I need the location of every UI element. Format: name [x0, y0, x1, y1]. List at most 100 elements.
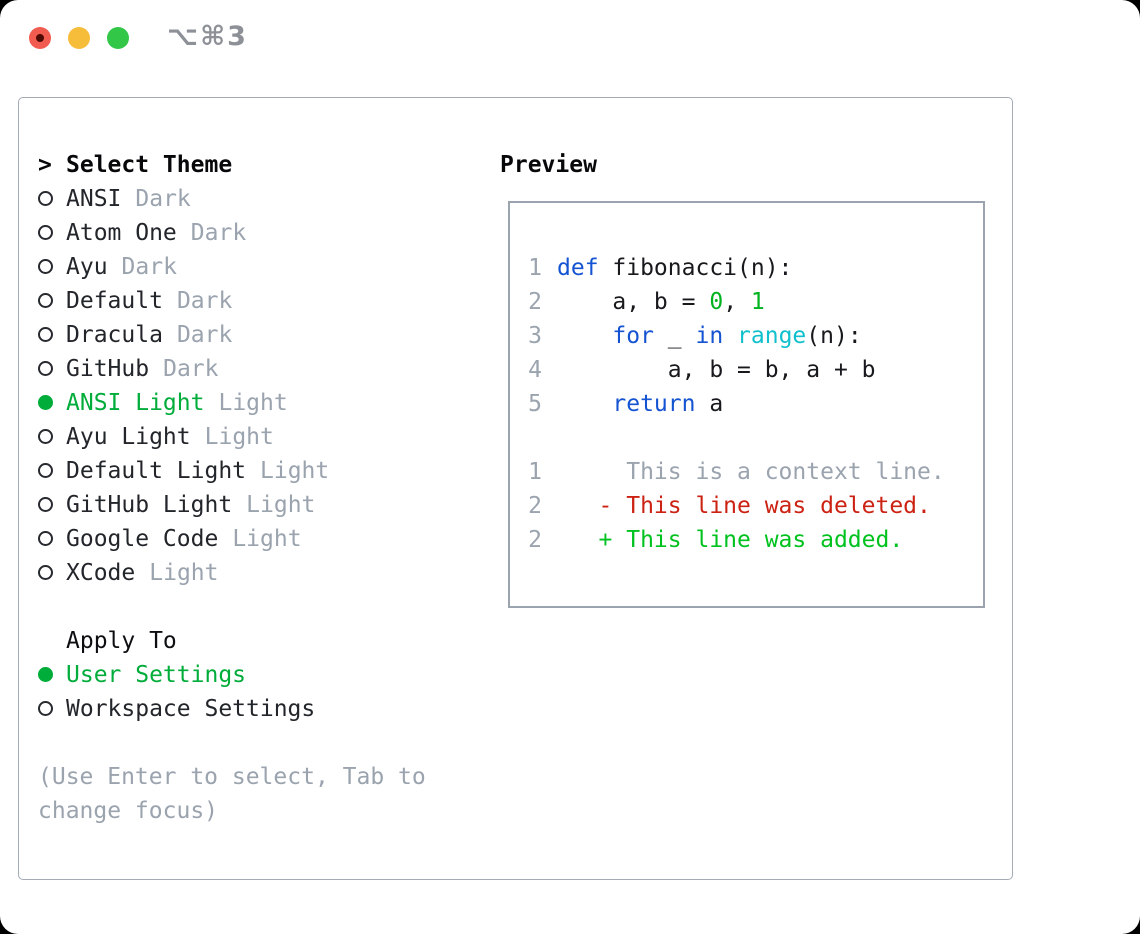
theme-name: ANSI [66, 186, 122, 212]
theme-option-default[interactable]: Default Dark [38, 284, 468, 318]
radio-icon [38, 360, 53, 376]
window-title: ⌥⌘3 [167, 21, 248, 52]
apply-option-user-settings[interactable]: User Settings [38, 658, 468, 692]
theme-name: Default [66, 288, 163, 314]
code-token [557, 323, 612, 349]
select-theme-header: >Select Theme [38, 148, 468, 182]
theme-option-github[interactable]: GitHub Dark [38, 352, 468, 386]
code-token: 1 [750, 289, 765, 315]
radio-icon [38, 190, 53, 206]
theme-option-dracula[interactable]: Dracula Dark [38, 318, 468, 352]
line-number: 2 [528, 493, 542, 519]
apply-to-header: Apply To [66, 628, 177, 654]
code-token: (n): [806, 323, 862, 349]
theme-variant-tag: Light [149, 560, 219, 586]
spacer [528, 421, 983, 455]
code-token: , [723, 289, 751, 315]
spacer [38, 590, 468, 624]
code-token: This is a context line. [557, 459, 945, 485]
code-token: return [612, 391, 696, 417]
apply-option-workspace-settings[interactable]: Workspace Settings [38, 692, 468, 726]
theme-variant-tag: Dark [190, 220, 247, 246]
code-line: 5 return a [528, 387, 983, 421]
theme-name: ANSI Light [66, 390, 205, 416]
diff-line: 1 This is a context line. [528, 455, 983, 489]
theme-name: GitHub [66, 356, 150, 382]
code-token: + This line was added. [557, 527, 904, 553]
radio-icon [38, 428, 53, 444]
theme-name: XCode [66, 560, 136, 586]
code-token: _ [653, 323, 696, 349]
theme-option-ansi[interactable]: ANSI Dark [38, 182, 468, 216]
close-button[interactable] [29, 27, 51, 49]
radio-icon [38, 224, 53, 240]
minimize-button[interactable] [68, 27, 90, 49]
code-token [557, 391, 612, 417]
theme-option-atom-one[interactable]: Atom One Dark [38, 216, 468, 250]
theme-name: Dracula [66, 322, 163, 348]
theme-name: Default Light [66, 458, 247, 484]
theme-variant-tag: Dark [176, 288, 233, 314]
theme-variant-tag: Dark [121, 254, 177, 280]
theme-variant-tag: Light [204, 424, 274, 450]
code-token: for [612, 323, 654, 349]
select-theme-label: Select Theme [66, 152, 233, 178]
theme-variant-tag: Light [260, 458, 330, 484]
line-number: 1 [528, 255, 542, 281]
theme-variant-tag: Dark [135, 186, 191, 212]
radio-icon [38, 258, 53, 274]
theme-variant-tag: Dark [163, 356, 219, 382]
apply-option-name: User Settings [66, 662, 247, 688]
code-token: fibonacci(n): [598, 255, 793, 281]
code-token [723, 323, 737, 349]
theme-name: Google Code [66, 526, 219, 552]
radio-icon [38, 496, 53, 512]
code-token: - This line was deleted. [557, 493, 931, 519]
code-line: 2 a, b = 0, 1 [528, 285, 983, 319]
code-token: a, b = b, a + b [557, 357, 876, 383]
radio-icon [38, 530, 53, 546]
diff-lines: 1 This is a context line.2 - This line w… [528, 455, 983, 557]
code-line: 1 def fibonacci(n): [528, 251, 983, 285]
apply-option-name: Workspace Settings [66, 696, 316, 722]
theme-option-default-light[interactable]: Default Light Light [38, 454, 468, 488]
line-number: 4 [528, 357, 542, 383]
line-number: 3 [528, 323, 542, 349]
zoom-button[interactable] [107, 27, 129, 49]
radio-icon [38, 700, 53, 716]
code-token: a [695, 391, 724, 417]
spacer [38, 726, 468, 760]
radio-icon [38, 462, 53, 478]
hint-text: (Use Enter to select, Tab to change focu… [38, 764, 426, 824]
theme-name: Atom One [66, 220, 177, 246]
code-token: def [557, 255, 599, 281]
code-token: 0 [709, 289, 724, 315]
theme-option-xcode[interactable]: XCode Light [38, 556, 468, 590]
window-controls [29, 27, 129, 49]
radio-selected-icon [38, 666, 53, 682]
theme-option-google-code[interactable]: Google Code Light [38, 522, 468, 556]
diff-line: 2 + This line was added. [528, 523, 983, 557]
radio-icon [38, 564, 53, 580]
line-number: 5 [528, 391, 542, 417]
theme-variant-tag: Dark [176, 322, 233, 348]
code-line: 3 for _ in range(n): [528, 319, 983, 353]
radio-selected-icon [38, 394, 53, 410]
code-token: a, b = [557, 289, 710, 315]
line-number: 1 [528, 459, 542, 485]
diff-line: 2 - This line was deleted. [528, 489, 983, 523]
radio-icon [38, 326, 53, 342]
preview-heading: Preview [500, 152, 597, 178]
theme-variant-tag: Light [246, 492, 316, 518]
line-number: 2 [528, 527, 542, 553]
theme-variant-tag: Light [232, 526, 302, 552]
